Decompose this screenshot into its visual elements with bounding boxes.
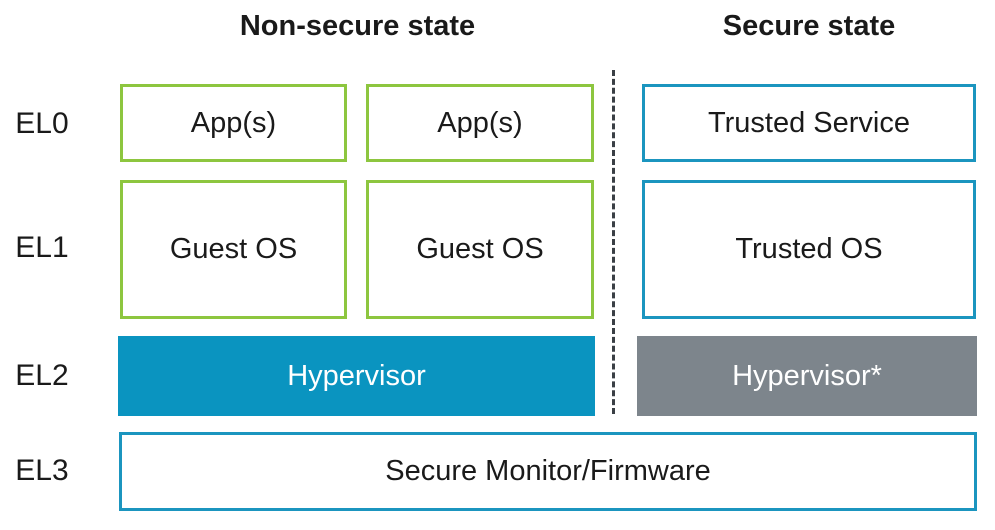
trusted-service-label: Trusted Service [708,106,910,139]
el2-label: EL2 [15,359,69,392]
el1-label: EL1 [15,231,69,264]
trusted-os-label: Trusted OS [735,233,883,265]
el0-label: EL0 [15,107,69,140]
guest-os-label: Guest OS [416,233,544,265]
security-state-divider [612,70,615,414]
non-secure-hypervisor-block: Hypervisor [118,336,595,416]
trusted-os-box: Trusted OS [642,180,976,319]
non-secure-app-box-1: App(s) [120,84,347,162]
non-secure-app-box-2: App(s) [366,84,594,162]
secure-monitor-label: Secure Monitor/Firmware [385,455,711,487]
app-label: App(s) [190,106,277,139]
app-label: App(s) [437,106,523,139]
secure-hypervisor-block: Hypervisor* [637,336,977,416]
secure-hypervisor-label: Hypervisor* [732,359,882,392]
secure-monitor-firmware-box: Secure Monitor/Firmware [119,432,977,511]
el3-label: EL3 [15,454,69,487]
non-secure-guest-os-box-1: Guest OS [120,180,347,319]
guest-os-label: Guest OS [169,233,298,265]
hypervisor-label: Hypervisor [287,359,426,392]
secure-state-heading: Secure state [722,10,896,42]
non-secure-state-heading: Non-secure state [239,10,476,42]
trusted-service-box: Trusted Service [642,84,976,162]
non-secure-guest-os-box-2: Guest OS [366,180,594,319]
